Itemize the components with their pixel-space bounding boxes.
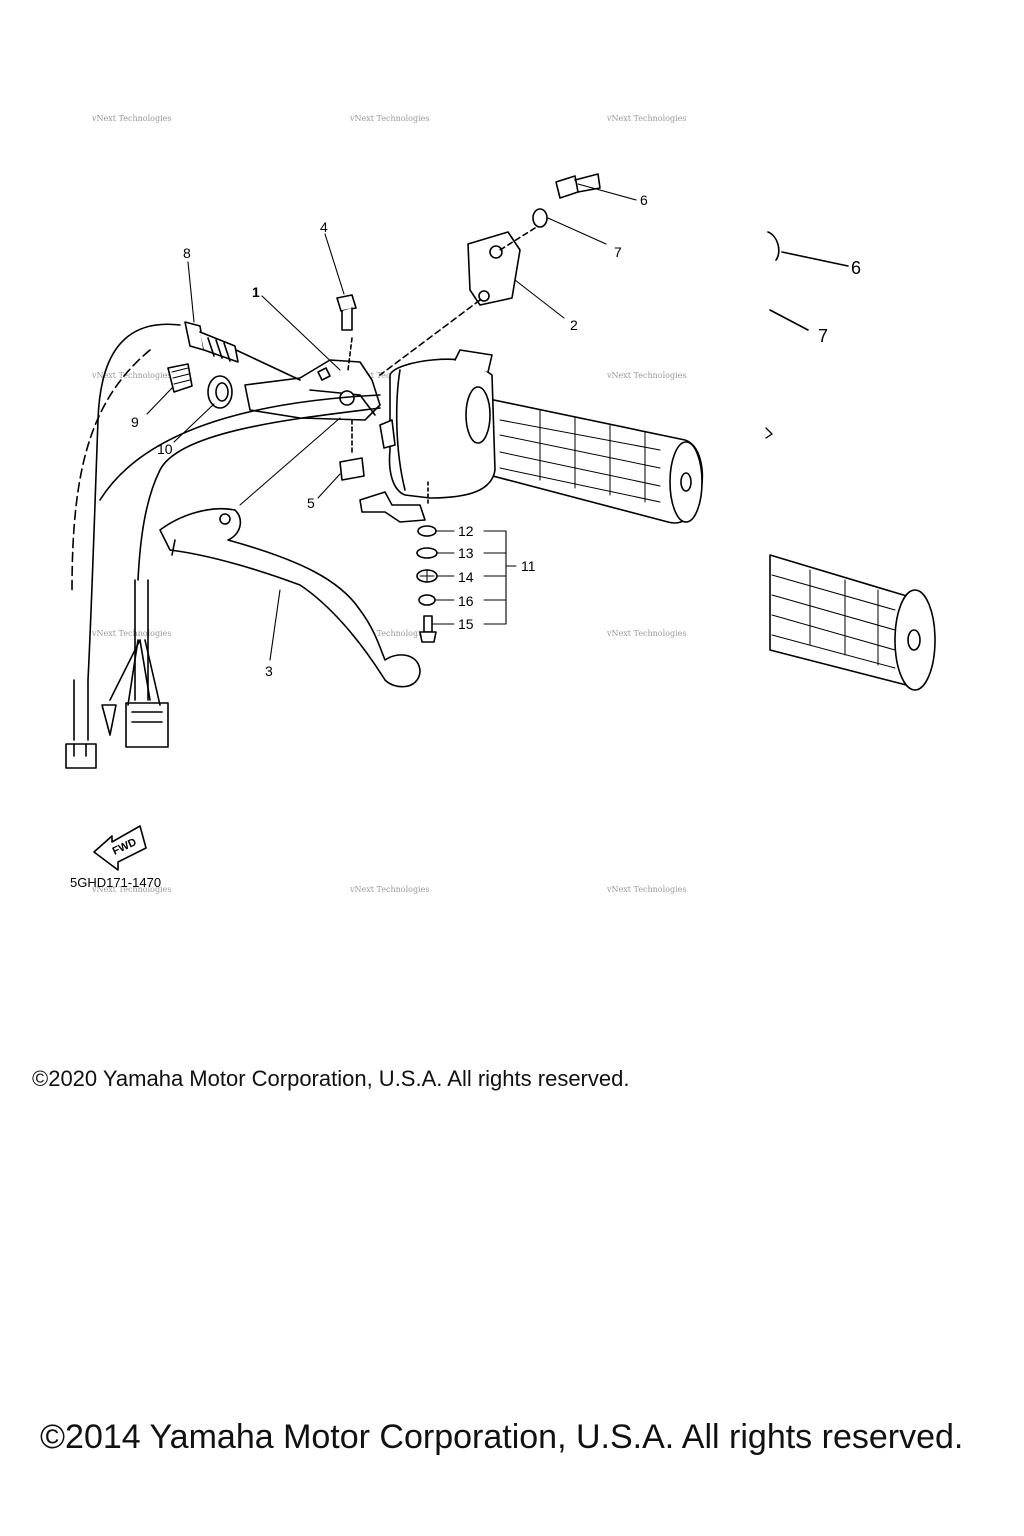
watermark: vNext Technologies — [606, 371, 686, 380]
callout-14: 14 — [458, 569, 474, 585]
callout-12: 12 — [458, 523, 474, 539]
watermark: vNext Technologies — [349, 885, 429, 894]
connectors — [65, 639, 169, 769]
bolt-and-nut — [336, 294, 365, 481]
watermark: vNext Technologies — [91, 114, 171, 123]
watermark: vNext Technologies — [606, 885, 686, 894]
callout-1: 1 — [252, 284, 260, 300]
callout-15: 15 — [458, 616, 474, 632]
callout-3: 3 — [265, 663, 273, 679]
cable-adjuster — [184, 321, 301, 381]
clutch-lever — [159, 507, 421, 688]
callout-7-duplicate: 7 — [818, 326, 828, 346]
switch-plate-assembly — [359, 491, 438, 643]
part-code: 5GHD171-1470 — [70, 875, 161, 890]
locknuts — [167, 363, 233, 409]
switch-housing — [379, 349, 496, 506]
callout-5: 5 — [307, 495, 315, 511]
watermark: vNext Technologies — [349, 114, 429, 123]
callout-6-duplicate: 6 — [851, 258, 861, 278]
clamp-assembly — [379, 173, 601, 376]
callout-labels: 6 7 2 8 4 1 9 10 5 3 12 13 14 16 15 11 6… — [131, 192, 861, 679]
watermark: vNext Technologies — [606, 114, 686, 123]
cables — [71, 323, 381, 741]
callout-6: 6 — [640, 192, 648, 208]
watermark: vNext Technologies — [91, 629, 171, 638]
handlebar-grip — [469, 394, 704, 524]
fwd-arrow-icon — [93, 825, 147, 871]
watermark: vNext Technologies — [91, 885, 171, 894]
leader-lines — [146, 183, 637, 661]
callout-9: 9 — [131, 414, 139, 430]
lever-bracket — [244, 359, 381, 421]
grip-duplicate — [765, 231, 936, 691]
watermarks: vNext Technologies vNext Technologies vN… — [91, 114, 686, 894]
callout-8: 8 — [183, 245, 191, 261]
callout-13: 13 — [458, 545, 474, 561]
watermark: vNext Technologies — [91, 371, 171, 380]
copyright-2014: ©2014 Yamaha Motor Corporation, U.S.A. A… — [40, 1418, 964, 1456]
callout-2: 2 — [570, 317, 578, 333]
copyright-2020: ©2020 Yamaha Motor Corporation, U.S.A. A… — [32, 1066, 630, 1091]
watermark: vNext Technologies — [349, 629, 429, 638]
callout-11: 11 — [521, 558, 536, 574]
callout-10: 10 — [157, 441, 173, 457]
callout-16: 16 — [458, 593, 474, 609]
callout-7: 7 — [614, 244, 622, 260]
callout-4: 4 — [320, 219, 328, 235]
watermark: vNext Technologies — [606, 629, 686, 638]
